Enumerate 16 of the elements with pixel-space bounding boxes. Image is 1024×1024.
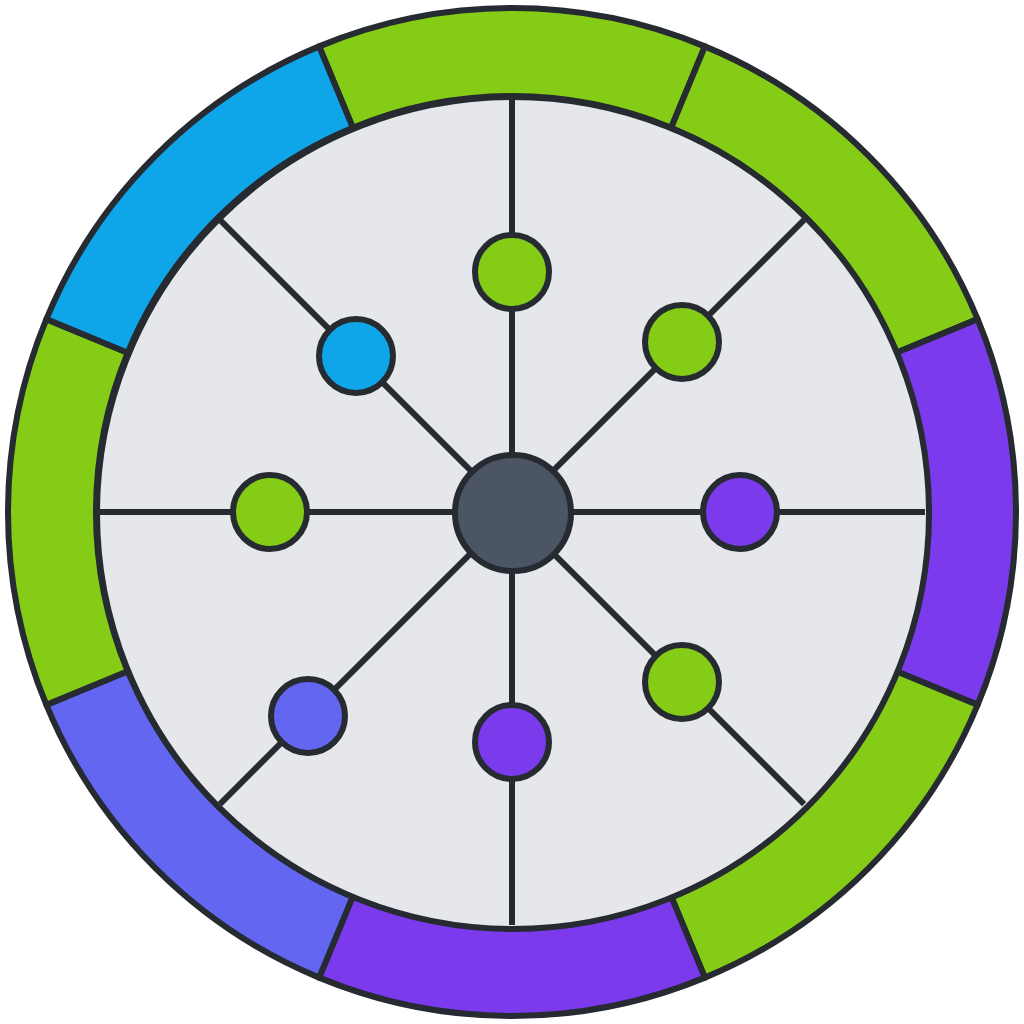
spoke-line [777,509,925,515]
spoke-line [380,380,474,474]
spoke-line [99,509,233,515]
spoke-line [509,570,515,705]
spoke-line [706,217,807,318]
spoke-line [706,706,807,807]
spoke-line [570,509,703,515]
spoke-line [509,309,515,454]
spoke-line [550,550,658,658]
spoke-line [217,740,284,807]
spoke-line [332,550,474,692]
spoke-line [509,779,515,925]
spoke-line [217,217,332,332]
spoke-line [550,366,658,474]
spoke-line [509,99,515,235]
spoke-line [307,509,454,515]
